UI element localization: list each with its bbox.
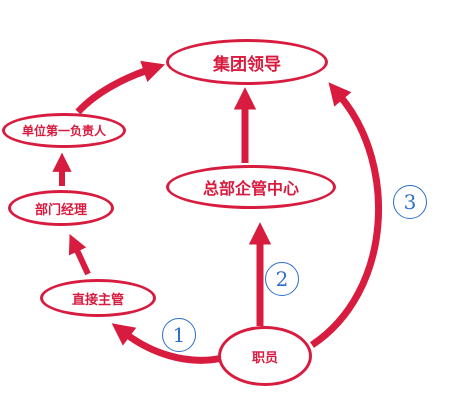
node-label: 部门经理 <box>34 202 87 218</box>
arrow-unit-head-to-group-leader <box>75 60 165 115</box>
node-label: 总部企管中心 <box>202 179 299 198</box>
route-1-badge: 1 <box>162 318 196 352</box>
route-3-badge: 3 <box>393 185 427 219</box>
route-number: 2 <box>275 267 289 291</box>
node-label: 单位第一负责人 <box>21 124 106 138</box>
node-employee: 职员 <box>218 326 312 386</box>
node-direct-supervisor: 直接主管 <box>40 279 156 317</box>
node-label: 职员 <box>251 350 278 366</box>
node-group-leader: 集团领导 <box>166 39 328 85</box>
route-2-badge: 2 <box>265 262 299 296</box>
arrow-employee-to-group-leader-route-3 <box>310 82 383 348</box>
route-number: 3 <box>403 190 417 214</box>
node-unit-head: 单位第一负责人 <box>2 113 126 148</box>
arrow-employee-to-direct-supervisor-route-1 <box>111 323 223 364</box>
node-label: 集团领导 <box>213 54 281 75</box>
node-dept-manager: 部门经理 <box>8 190 114 226</box>
arrow-direct-supervisor-to-dept-manager <box>68 234 91 276</box>
route-number: 1 <box>172 323 186 347</box>
node-hq-center: 总部企管中心 <box>166 165 336 209</box>
node-label: 直接主管 <box>71 292 124 308</box>
